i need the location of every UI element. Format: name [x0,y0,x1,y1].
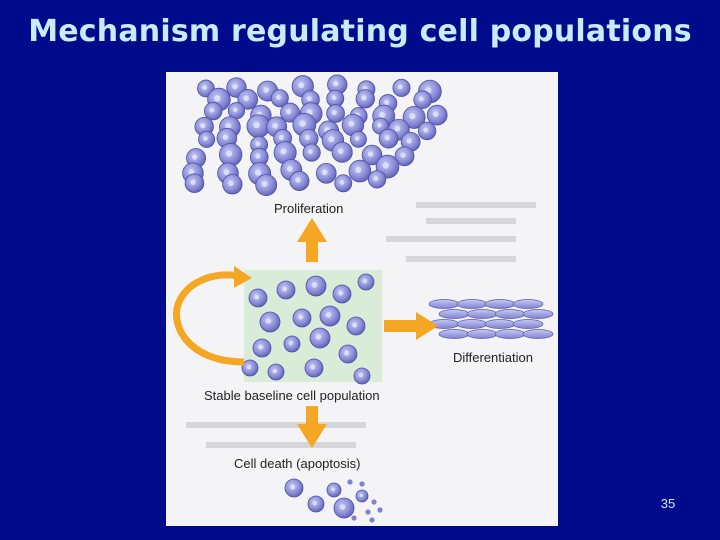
apoptotic-cell [326,482,342,498]
baseline-cell [241,359,259,377]
proliferating-cell [237,89,259,110]
apoptosis-label: Cell death (apoptosis) [234,456,360,471]
proliferating-cell [331,141,353,163]
baseline-cell [248,288,268,308]
proliferating-cell [222,174,243,195]
differentiation-label: Differentiation [453,350,533,365]
apoptosis-arrow [297,406,327,448]
baseline-cell [309,327,331,349]
baseline-cell [332,284,352,304]
apoptotic-cell [284,478,304,498]
self-renewal-arrowhead [234,266,252,288]
baseline-cell [338,344,358,364]
baseline-cell [357,273,375,291]
differentiated-cell [522,309,554,319]
baseline-cell [304,358,324,378]
apoptotic-cells [284,478,383,523]
proliferating-cell [394,146,415,167]
proliferating-cell [204,101,223,121]
differentiated-cells [428,299,554,339]
page-number: 35 [660,496,676,511]
baseline-cell [276,280,296,300]
proliferating-cell [315,163,337,184]
proliferating-cells-cluster [182,74,448,196]
apoptotic-body [365,509,371,515]
baseline-cell [305,275,327,297]
apoptotic-body [347,479,353,485]
proliferating-cell [299,128,319,149]
proliferating-cell [280,102,300,123]
proliferating-cell [270,89,289,108]
differentiated-cell [456,299,488,309]
differentiated-cell [522,329,554,339]
differentiated-cell [466,329,498,339]
proliferating-cell [184,173,205,193]
differentiated-cell [484,299,516,309]
differentiated-cell [494,309,526,319]
baseline-cells [241,273,375,385]
baseline-cell [252,338,272,358]
baseline-population-label: Stable baseline cell population [204,388,380,403]
proliferating-cell [355,89,375,109]
proliferating-cell [255,174,278,196]
baseline-cell [319,305,341,327]
baseline-cell [346,316,366,336]
apoptotic-body [359,481,365,487]
proliferating-cell [249,147,269,167]
proliferating-cell [402,106,426,129]
baseline-cell [283,335,301,353]
cell-population-diagram: Proliferation Differentiation Stable bas… [166,72,558,526]
baseline-cell [267,363,285,381]
apoptotic-body [371,499,377,505]
baseline-cell [292,308,312,328]
self-renewal-arrow [173,271,245,366]
proliferating-cell [198,130,216,148]
apoptotic-cell [355,489,369,503]
differentiated-cell [438,309,470,319]
apoptotic-body [377,507,383,513]
proliferating-cell [326,89,345,108]
proliferating-cell [334,174,353,193]
proliferation-arrow [297,218,327,262]
proliferation-label: Proliferation [274,201,343,216]
slide-title: Mechanism regulating cell populations [28,14,692,49]
proliferating-cell [426,104,448,126]
apoptotic-body [369,517,375,523]
apoptotic-body [351,515,357,521]
proliferating-cell [289,170,310,191]
differentiated-cell [512,299,544,309]
differentiated-cell [438,329,470,339]
proliferating-cell [378,128,399,149]
proliferating-cell [302,143,321,162]
baseline-cell [259,311,281,333]
proliferating-cell [361,144,383,166]
differentiated-cell [456,319,488,329]
differentiated-cell [466,309,498,319]
proliferating-cell [348,159,372,183]
differentiated-cell [512,319,544,329]
proliferating-cell [367,170,387,189]
differentiated-cell [494,329,526,339]
background-ghost-text [186,202,536,448]
apoptotic-cell [333,497,355,519]
differentiated-cell [428,299,460,309]
differentiation-arrow [384,312,438,340]
proliferating-cell [219,143,243,167]
proliferating-cell [227,102,245,120]
proliferating-cell [417,121,437,141]
proliferating-cell [392,78,411,97]
proliferating-cell [413,90,432,109]
differentiated-cell [484,319,516,329]
proliferating-cell [350,130,367,148]
apoptotic-cell [307,495,325,513]
proliferating-cell [326,104,345,123]
baseline-cell [353,367,371,385]
